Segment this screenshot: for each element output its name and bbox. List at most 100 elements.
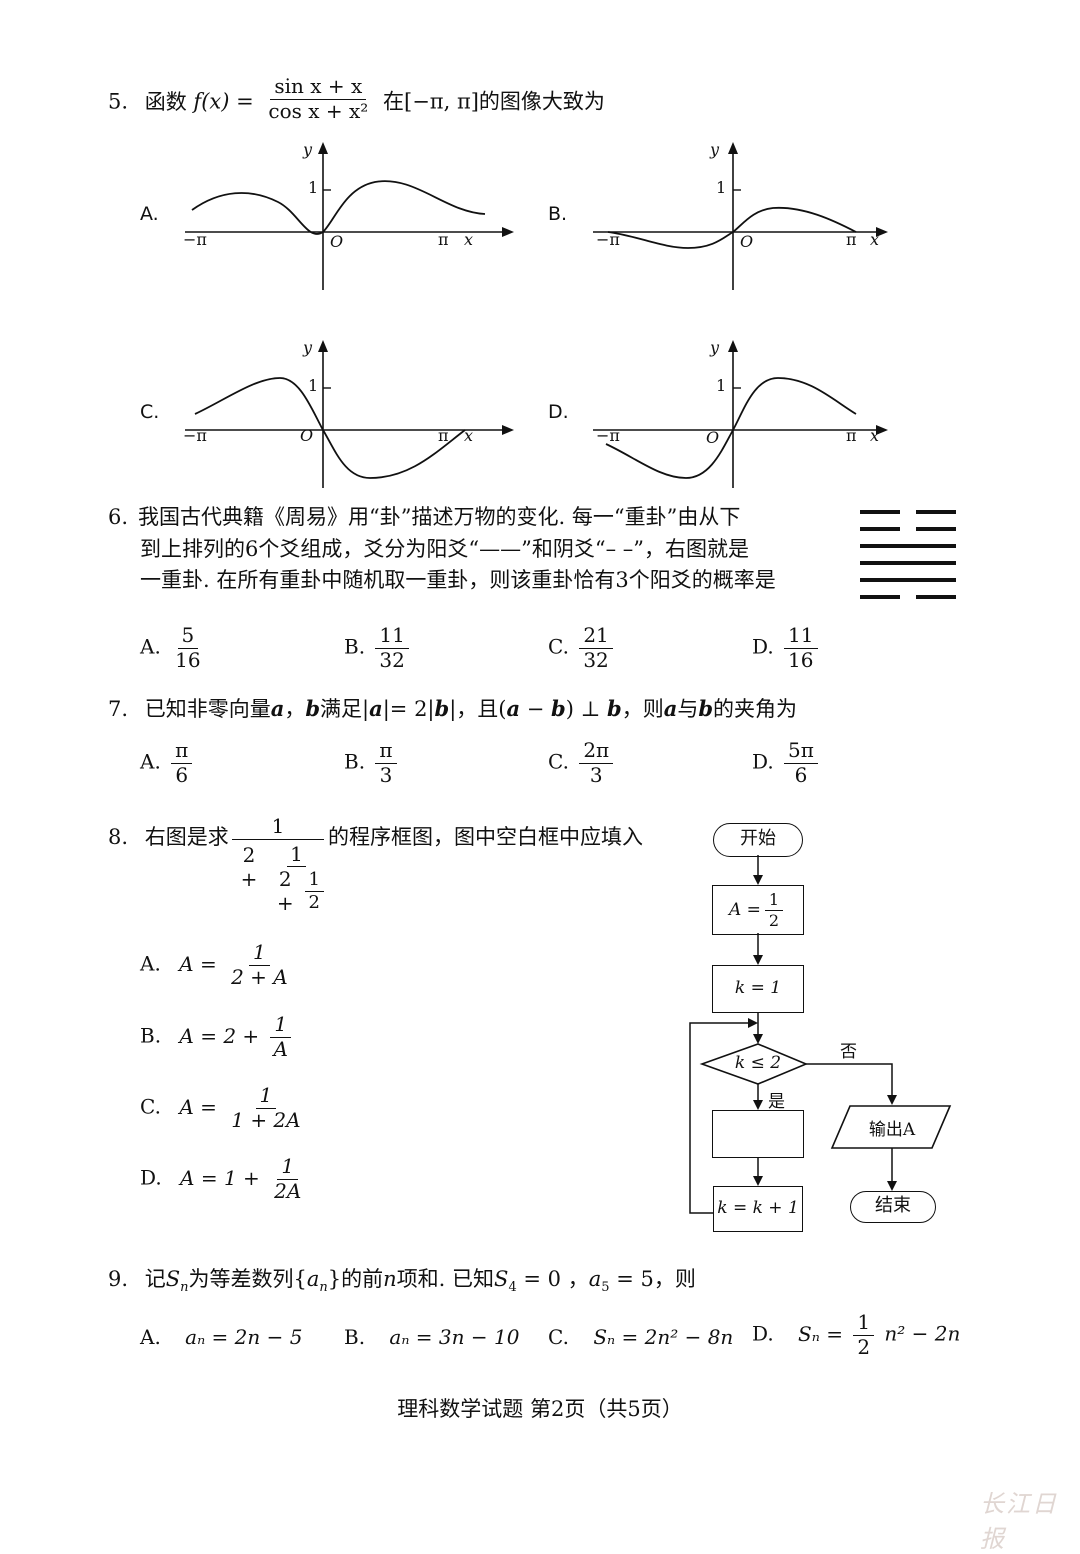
q6-option-b-letter: B. bbox=[344, 634, 366, 659]
q9-sn-sub: n bbox=[180, 1280, 189, 1296]
q9-text-2: 为等差数列{ bbox=[188, 1267, 307, 1291]
q9-a5: a bbox=[588, 1267, 602, 1291]
q7-text-8: 与 bbox=[677, 697, 699, 721]
q8-option-b-den: A bbox=[273, 1036, 288, 1061]
q7-option-b-den: 3 bbox=[379, 762, 393, 787]
q6-option-b-den: 32 bbox=[379, 647, 405, 672]
flow-blank-box[interactable] bbox=[712, 1110, 804, 1158]
q9-text-6: = 5，则 bbox=[609, 1267, 696, 1291]
q7-vector-a-3: a bbox=[506, 696, 521, 721]
q7-option-a-den: 6 bbox=[175, 762, 189, 787]
q7-vector-b-4: b bbox=[607, 696, 622, 721]
q5-graph-d-one: 1 bbox=[716, 376, 727, 395]
q7-vector-a-4: a bbox=[663, 696, 678, 721]
q5-graph-d-y: y bbox=[710, 338, 720, 357]
q5-graph-d-negpi: −π bbox=[596, 426, 620, 445]
q5-graph-c-y: y bbox=[303, 338, 313, 357]
q8-stem: 8. 右图是求 bbox=[108, 824, 229, 850]
q8-option-d-letter: D. bbox=[140, 1165, 162, 1190]
q7-text-5: − bbox=[520, 697, 552, 721]
q9-a5-sub: 5 bbox=[601, 1280, 610, 1296]
q5-graph-c-negpi: −π bbox=[183, 426, 207, 445]
q6-option-b-num: 11 bbox=[375, 624, 409, 649]
q5-graph-c-pi: π bbox=[438, 426, 449, 445]
q7-option-d-letter: D. bbox=[752, 749, 774, 774]
q7-text-9: 的夹角为 bbox=[713, 697, 798, 721]
q9-an-sub: n bbox=[319, 1280, 328, 1296]
q7-option-c-num: 2π bbox=[579, 739, 614, 764]
q9-option-a-text: aₙ = 2n − 5 bbox=[185, 1325, 303, 1349]
q9-sn: S bbox=[165, 1267, 181, 1291]
q6-option-c-num: 21 bbox=[579, 624, 613, 649]
q9-stem: 9. 记Sn为等差数列{an}的前n项和. 已知S4 = 0 ，a5 = 5，则 bbox=[108, 1266, 696, 1296]
q7-text-4: |，且( bbox=[449, 697, 507, 721]
q6-option-a-letter: A. bbox=[140, 634, 161, 659]
q5-graph-d-plot bbox=[593, 340, 888, 488]
flow-yes-label: 是 bbox=[768, 1092, 785, 1112]
q5-graph-a-y: y bbox=[303, 140, 313, 159]
q9-option-a[interactable]: A. aₙ = 2n − 5 bbox=[140, 1325, 302, 1349]
q5-graph-c-x: x bbox=[464, 426, 474, 445]
q5-graph-b-y: y bbox=[710, 140, 720, 159]
q7-vector-b: b bbox=[305, 696, 321, 721]
q5-graph-c-origin: O bbox=[300, 426, 314, 445]
q7-comma: ， bbox=[284, 697, 306, 721]
q9-option-b-letter: B. bbox=[344, 1325, 366, 1349]
q9-s4-sub: 4 bbox=[508, 1280, 517, 1296]
q5-func: f(x) = bbox=[193, 89, 254, 114]
q5-graph-b-one: 1 bbox=[716, 178, 727, 197]
q6-option-d-num: 11 bbox=[784, 624, 818, 649]
q5-graph-a-x: x bbox=[464, 230, 474, 249]
q8-option-a-num: 1 bbox=[249, 941, 270, 966]
q6-option-a-num: 5 bbox=[177, 624, 199, 649]
q8-option-c-den: 1 + 2A bbox=[231, 1107, 301, 1132]
q7-text-1: 已知非零向量 bbox=[144, 697, 271, 721]
q9-option-c[interactable]: C. Sₙ = 2n² − 8n bbox=[548, 1325, 733, 1349]
q7-option-a-num: π bbox=[171, 739, 193, 764]
q5-graph-a-pi: π bbox=[438, 230, 449, 249]
q5-graph-a-origin: O bbox=[330, 232, 344, 251]
q9-number: 9. bbox=[108, 1267, 129, 1291]
q6-line-2: 到上排列的6个爻组成，爻分为阳爻“——”和阴爻“– –”，右图就是 bbox=[140, 536, 749, 561]
q8-suffix: 的程序框图，图中空白框中应填入 bbox=[328, 825, 643, 849]
q8-cf-numerator: 1 bbox=[232, 814, 324, 840]
q5-prefix: 函数 bbox=[144, 89, 187, 114]
page-footer: 理科数学试题 第2页（共5页） bbox=[397, 1397, 683, 1421]
flow-condition: k ≤ 2 bbox=[734, 1053, 782, 1073]
q6-stem: 6.我国古代典籍《周易》用“卦”描述万物的变化. 每一“重卦”由从下 到上排列的… bbox=[108, 502, 776, 597]
q6-option-d-den: 16 bbox=[788, 647, 814, 672]
q5-graph-a-letter: A. bbox=[140, 203, 159, 225]
flow-output: 输出A bbox=[868, 1120, 916, 1140]
q8-option-b-num: 1 bbox=[270, 1013, 292, 1038]
q8-cf-half-num: 1 bbox=[304, 870, 324, 892]
q9-option-b[interactable]: B. aₙ = 3n − 10 bbox=[344, 1325, 519, 1349]
q7-text-3: |= 2| bbox=[382, 697, 435, 721]
q5-graph-a-one: 1 bbox=[308, 178, 319, 197]
q6-number: 6. bbox=[108, 505, 129, 529]
q7-vector-a: a bbox=[270, 696, 285, 721]
q5-suffix: 在[−π, π]的图像大致为 bbox=[383, 89, 605, 114]
